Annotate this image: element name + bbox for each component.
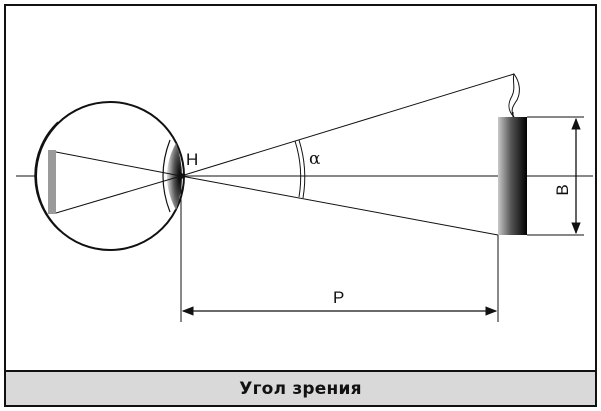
caption-bar: Угол зрения — [4, 370, 597, 407]
label-size: В — [553, 184, 572, 195]
inner-ray-lower — [55, 175, 182, 214]
inner-ray-upper — [55, 151, 182, 177]
label-nodal-point: Н — [186, 150, 198, 169]
eyeball-inner-crescent — [34, 121, 61, 232]
ray-to-top — [180, 73, 515, 177]
cornea — [162, 139, 171, 213]
object-candle — [498, 72, 527, 235]
caption: Угол зрения — [239, 378, 362, 399]
retina — [48, 150, 56, 214]
eyeball — [35, 101, 185, 251]
candle-flame — [508, 72, 520, 118]
label-angle: α — [309, 149, 321, 169]
label-distance: Р — [333, 288, 344, 307]
eye — [34, 101, 185, 251]
angle-arc-outer — [298, 139, 306, 199]
angle-arc-inner — [294, 140, 302, 198]
ray-to-bottom — [180, 175, 499, 236]
eye-lens — [167, 143, 182, 210]
candle-body — [498, 117, 527, 235]
